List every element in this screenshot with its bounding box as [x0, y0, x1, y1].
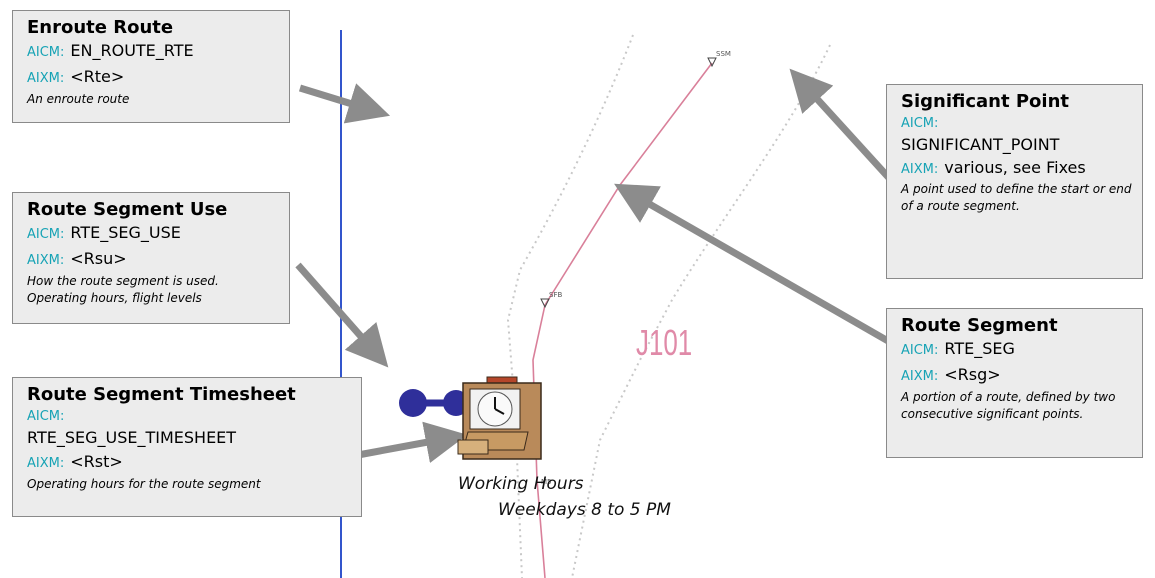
aicm-value: EN_ROUTE_RTE — [70, 41, 194, 60]
box-route-segment-use: Route Segment Use AICM: RTE_SEG_USE AIXM:… — [12, 192, 290, 324]
aixm-value: <Rst> — [70, 452, 123, 471]
aixm-key: AIXM: — [27, 456, 65, 471]
time-clock-icon — [457, 376, 542, 460]
fix-symbol-bottom: M5 — [541, 478, 552, 486]
box-description: How the route segment is used. Operating… — [27, 274, 219, 305]
aicm-value: RTE_SEG — [944, 339, 1015, 358]
svg-text:SSM: SSM — [716, 50, 731, 58]
box-description: Operating hours for the route segment — [27, 477, 261, 491]
route-label-j101: J101 — [636, 322, 693, 363]
fix-symbol-top: SSM — [707, 50, 731, 68]
box-route-segment: Route Segment AICM: RTE_SEG AIXM: <Rsg> A … — [886, 308, 1143, 458]
box-enroute-route: Enroute Route AICM: EN_ROUTE_RTE AIXM: <Rt… — [12, 10, 290, 123]
route-line — [532, 62, 713, 578]
box-description: A portion of a route, defined by two con… — [901, 390, 1116, 421]
box-description: A point used to define the start or end … — [901, 182, 1132, 213]
dotted-boundary-right — [571, 44, 831, 578]
arrow-timesheet — [357, 421, 468, 464]
aixm-value: <Rsu> — [70, 249, 127, 268]
connector-dumbbell — [399, 389, 469, 417]
aixm-value: <Rsg> — [944, 365, 1001, 384]
dotted-boundary-left — [506, 34, 634, 578]
aixm-key: AIXM: — [27, 253, 65, 268]
arrow-sig-point — [789, 68, 903, 193]
box-title: Significant Point — [901, 91, 1069, 112]
svg-text:SFB: SFB — [549, 291, 562, 299]
aicm-value: RTE_SEG_USE — [70, 223, 181, 242]
box-title: Route Segment Use — [27, 199, 228, 220]
aixm-key: AIXM: — [27, 71, 65, 86]
working-hours-caption: Working Hours — [458, 474, 584, 494]
aixm-value: <Rte> — [70, 67, 125, 86]
arrow-segment — [614, 183, 897, 349]
box-title: Enroute Route — [27, 17, 174, 38]
aicm-key: AICM: — [27, 227, 65, 242]
svg-text:M5: M5 — [541, 478, 552, 486]
aicm-key: AICM: — [901, 116, 939, 131]
aicm-key: AICM: — [901, 343, 939, 358]
aicm-key: AICM: — [27, 409, 65, 424]
aixm-key: AIXM: — [901, 162, 939, 177]
box-title: Route Segment Timesheet — [27, 384, 296, 405]
box-significant-point: Significant Point AICM: SIGNIFICANT_POIN… — [886, 84, 1143, 279]
arrow-segment-use — [295, 262, 389, 368]
aixm-value: various, see Fixes — [944, 158, 1086, 177]
aicm-value: RTE_SEG_USE_TIMESHEET — [27, 428, 237, 447]
box-title: Route Segment — [901, 315, 1058, 336]
box-description: An enroute route — [27, 92, 130, 106]
arrow-enroute — [298, 83, 391, 124]
aixm-key: AIXM: — [901, 369, 939, 384]
working-hours-schedule: Weekdays 8 to 5 PM — [498, 500, 671, 520]
aicm-key: AICM: — [27, 45, 65, 60]
aicm-value: SIGNIFICANT_POINT — [901, 135, 1060, 154]
fix-symbol-middle: SFB — [540, 291, 562, 309]
box-route-segment-timesheet: Route Segment Timesheet AICM: RTE_SEG_US… — [12, 377, 362, 517]
